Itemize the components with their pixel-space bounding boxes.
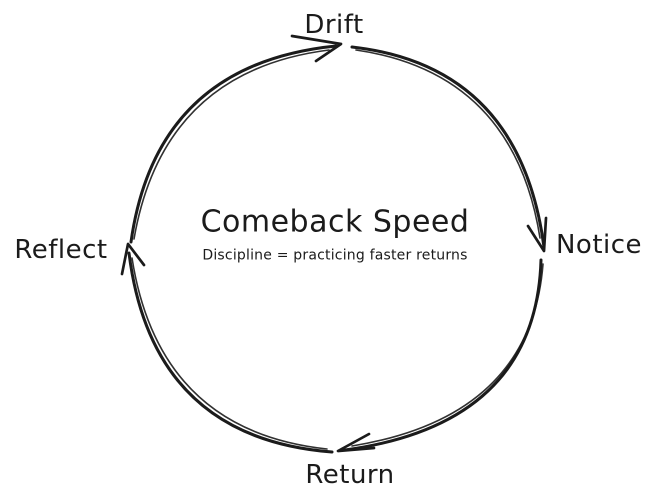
arc-reflect-to-drift	[129, 44, 338, 244]
arc-drift-to-notice-sketch	[355, 49, 541, 239]
node-label-reflect: Reflect	[14, 235, 108, 265]
diagram-subtitle: Discipline = practicing faster returns	[202, 247, 468, 264]
arc-drift-to-notice	[350, 45, 546, 249]
diagram-title: Comeback Speed	[200, 204, 470, 240]
arrowhead-drift-icon	[290, 34, 343, 63]
arrowhead-reflect-icon	[120, 242, 146, 276]
arc-return-to-reflect-sketch	[131, 257, 328, 450]
arc-notice-to-return	[343, 258, 543, 452]
arrowhead-return-icon	[336, 432, 376, 453]
arc-return-to-reflect	[127, 251, 334, 454]
arc-reflect-to-drift-sketch	[133, 49, 330, 240]
node-label-return: Return	[305, 460, 395, 490]
node-label-notice: Notice	[555, 230, 643, 260]
arrowhead-notice-icon	[526, 216, 548, 253]
node-label-drift: Drift	[304, 10, 364, 40]
arc-notice-to-return-sketch	[351, 263, 544, 447]
diagram-center-text: Comeback Speed Discipline = practicing f…	[201, 205, 470, 264]
